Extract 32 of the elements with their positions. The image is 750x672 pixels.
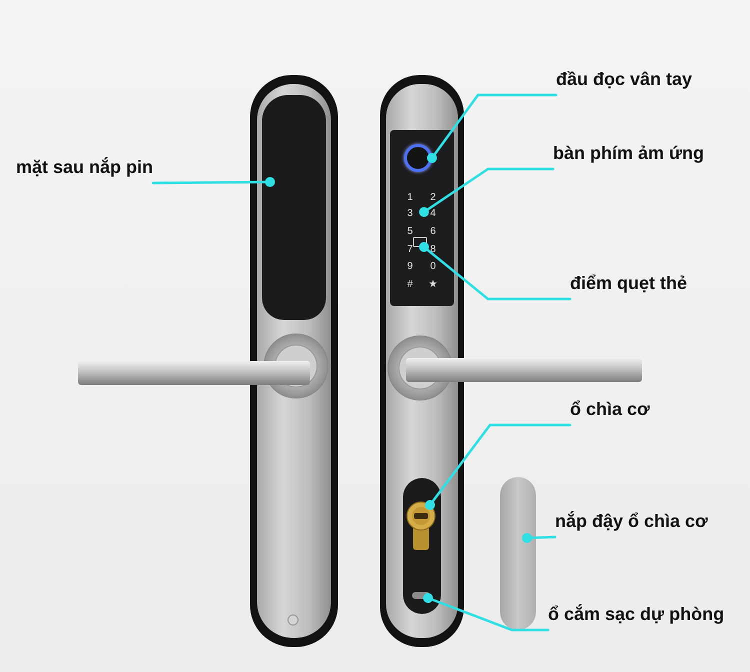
fingerprint-sensor	[404, 144, 432, 172]
battery-cover	[262, 95, 326, 320]
leader-line	[419, 242, 572, 300]
keypad-key-label: 4	[429, 208, 437, 220]
leader-line	[522, 533, 556, 543]
keypad-key-label: 9	[406, 261, 414, 273]
callout-label: ổ chìa cơ	[570, 398, 650, 425]
cover-plate	[500, 477, 536, 630]
keypad-key-label: #	[406, 279, 414, 291]
keypad-key-label: ★	[428, 279, 438, 291]
card-reader-icon	[413, 237, 427, 247]
callout-label: bàn phím ảm ứng	[553, 142, 704, 169]
keypad-panel	[390, 130, 454, 306]
leader-line	[423, 593, 550, 632]
leader-line	[419, 168, 554, 217]
callout-label: mặt sau nắp pin	[16, 156, 154, 183]
callout-label: đầu đọc vân tay	[556, 68, 692, 95]
keypad-key-label: 7	[406, 244, 414, 256]
keypad-key-label: 8	[429, 244, 437, 256]
keypad-key-label: 6	[429, 226, 437, 238]
leader-line	[427, 94, 558, 163]
callout-label: điểm quẹt thẻ	[570, 272, 688, 299]
keypad-key-label: 1	[406, 192, 414, 204]
callout-label: nắp đậy ổ chìa cơ	[555, 510, 708, 537]
keypad-key-label: 3	[406, 208, 414, 220]
leader-line	[152, 177, 275, 187]
leader-line	[425, 424, 572, 510]
keypad-key-label: 5	[406, 226, 414, 238]
key-cylinder-drawing	[405, 500, 437, 552]
keypad-key-label: 0	[429, 261, 437, 273]
callout-label: ổ cắm sạc dự phòng	[548, 603, 724, 630]
keypad-key-label: 2	[429, 192, 437, 204]
